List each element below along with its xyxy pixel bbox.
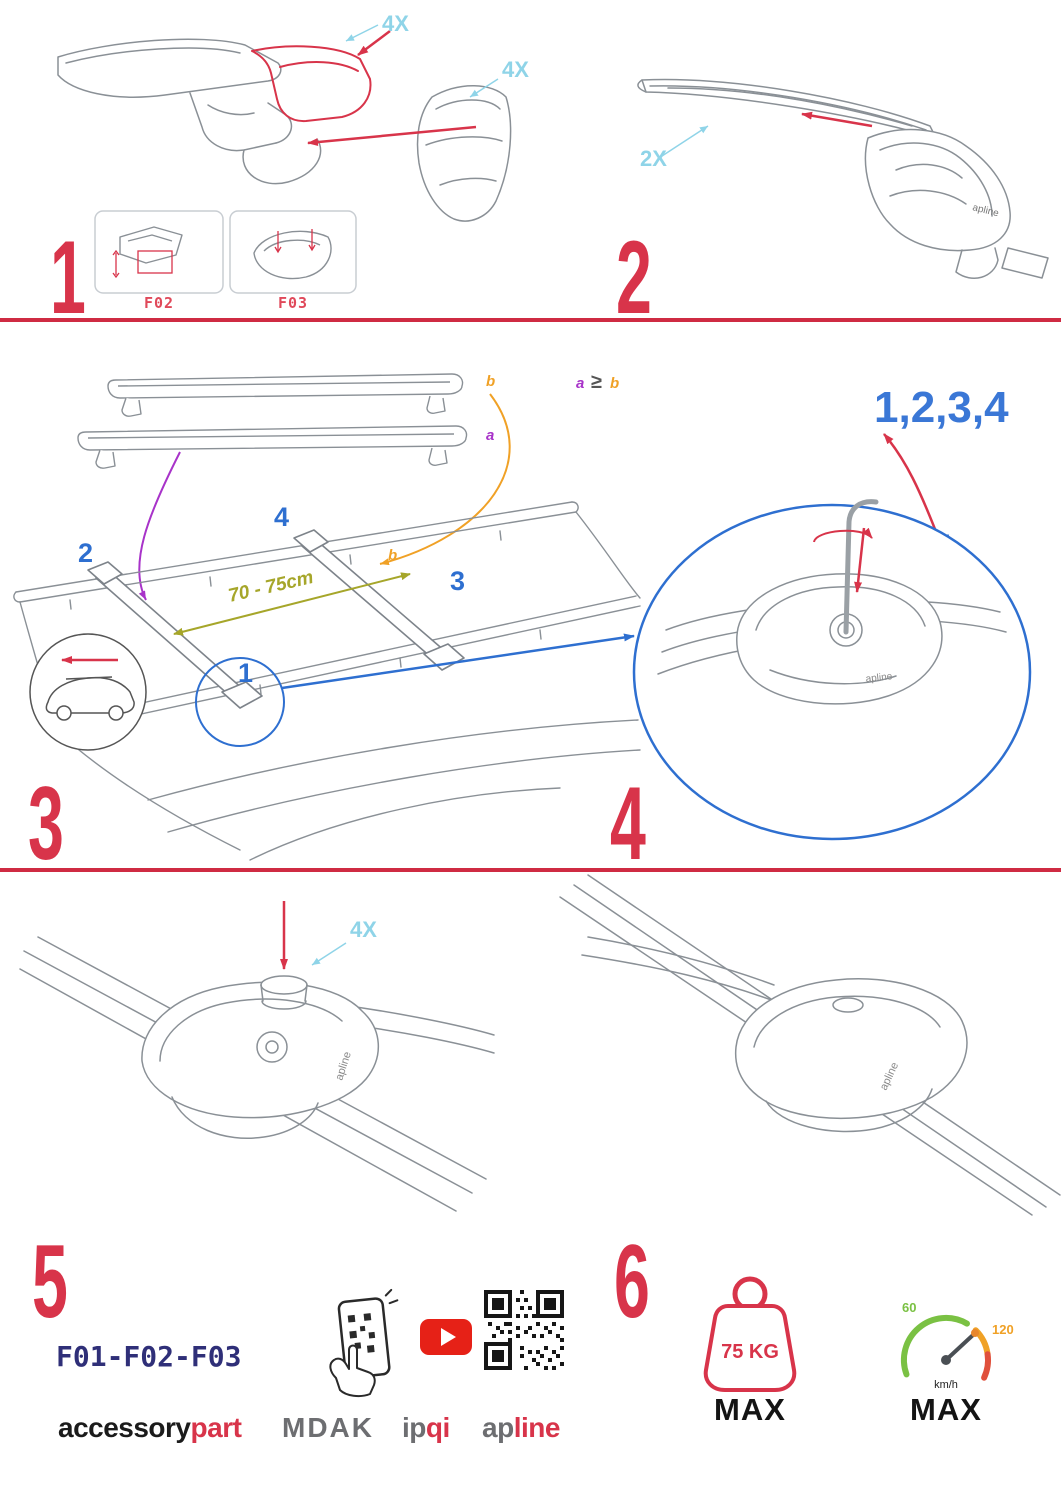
step2-number: 2 bbox=[616, 220, 652, 336]
step5-qty-label: 4X bbox=[350, 917, 377, 942]
weight-value: 75 KG bbox=[721, 1341, 779, 1363]
rotate-arrow bbox=[813, 527, 873, 543]
cyan-pointer-lines bbox=[345, 24, 499, 98]
step4-tighten-illustration: 1,2,3,4 1 apline bbox=[632, 383, 1032, 841]
loose-crossbar-b bbox=[107, 373, 464, 417]
brand-apline-part2: line bbox=[513, 1412, 561, 1443]
cyan-pointer-line bbox=[661, 125, 709, 157]
youtube-icon bbox=[420, 1319, 472, 1355]
car-roof-line-art bbox=[13, 501, 641, 861]
foot-highlight-circle bbox=[195, 657, 285, 747]
orange-guide-curve bbox=[379, 393, 511, 566]
mounted-crossbar-front bbox=[87, 561, 263, 709]
sequence-label: 1,2,3,4 bbox=[874, 383, 1009, 432]
crossbar-line-art bbox=[637, 78, 1049, 279]
formula-a: a bbox=[576, 375, 584, 392]
sequence-arrow bbox=[883, 433, 942, 543]
section-divider-1 bbox=[0, 318, 1061, 322]
part-box-f03 bbox=[229, 210, 357, 294]
foot-closeup-line-art bbox=[657, 573, 1007, 705]
step1-qty-bar-label: 4X bbox=[382, 11, 409, 36]
apline-badge-on-foot: apline bbox=[865, 671, 893, 685]
step3-number: 3 bbox=[28, 766, 64, 882]
formula-b: b bbox=[610, 375, 619, 392]
speed-high-label: 120 bbox=[992, 1322, 1014, 1337]
bar-b-label: b bbox=[486, 373, 495, 390]
step1-qty-cover-label: 4X bbox=[502, 57, 529, 82]
speed-limit-icon: 60 120 km/h bbox=[900, 1300, 1014, 1391]
step3-roof-mounting-illustration: b a a ≥ b a b bbox=[13, 371, 641, 861]
weight-max-label: MAX bbox=[714, 1392, 786, 1427]
part-code-f02: F02 bbox=[144, 294, 174, 312]
weight-limit-icon: 75 KG bbox=[703, 1276, 797, 1392]
brand-accessory-part1: accessory bbox=[58, 1412, 191, 1443]
position-4-label: 4 bbox=[274, 502, 289, 532]
cover-piece bbox=[416, 85, 512, 222]
mounted-crossbar-rear bbox=[293, 529, 465, 671]
step4-number: 4 bbox=[610, 766, 646, 882]
step6-number: 6 bbox=[614, 1224, 650, 1340]
speedometer-needle bbox=[944, 1333, 975, 1362]
distance-arrow bbox=[173, 572, 411, 636]
brand-ipqi-part1: ip bbox=[402, 1412, 426, 1443]
zoom-connector-arrow bbox=[281, 633, 635, 690]
end-foot bbox=[864, 128, 1011, 252]
step5-cap-illustration: 4X apline bbox=[19, 901, 495, 1212]
bar-a-label: a bbox=[486, 427, 494, 444]
formula-a-ge-b: a ≥ b bbox=[576, 371, 619, 393]
formula-operator: ≥ bbox=[591, 371, 602, 393]
foot-on-rail-line-art bbox=[19, 936, 495, 1212]
allen-key bbox=[843, 499, 879, 635]
section-divider-2 bbox=[0, 868, 1061, 872]
car-direction-inset bbox=[29, 633, 147, 751]
speed-max-label: MAX bbox=[910, 1392, 982, 1427]
red-highlighted-cap bbox=[251, 45, 372, 123]
position-3-label: 3 bbox=[450, 566, 465, 596]
position-1-label: 1 bbox=[238, 658, 253, 688]
phone-qr-scan-icon bbox=[329, 1288, 399, 1398]
speed-low-label: 60 bbox=[902, 1300, 916, 1315]
purple-guide-curve bbox=[138, 451, 181, 601]
position-2-label: 2 bbox=[78, 538, 93, 568]
hand-icon bbox=[329, 1344, 376, 1398]
step1-clamp-cover-illustration: 4X 4X F02 bbox=[57, 11, 529, 312]
part-code-f03: F03 bbox=[278, 294, 308, 312]
brand-accessorypart: accessorypart bbox=[58, 1412, 242, 1444]
step5-number: 5 bbox=[32, 1224, 68, 1340]
brand-apline: apline bbox=[482, 1412, 560, 1444]
product-codes: F01-F02-F03 bbox=[56, 1340, 242, 1373]
step5-finished-foot-illustration: apline bbox=[559, 874, 1061, 1216]
cyan-pointer-line bbox=[311, 942, 347, 966]
part-box-f02 bbox=[94, 210, 224, 294]
brand-ipqi: ipqi bbox=[402, 1412, 450, 1444]
red-arrows bbox=[307, 30, 477, 147]
step1-number: 1 bbox=[50, 220, 86, 336]
step2-qty-label: 2X bbox=[640, 146, 667, 171]
qr-code bbox=[484, 1290, 564, 1370]
brand-mdak: MDAK bbox=[282, 1412, 374, 1443]
foot-on-rail-line-art bbox=[559, 874, 1061, 1216]
loose-crossbar-a bbox=[77, 425, 468, 469]
brand-accessory-part2: part bbox=[190, 1412, 242, 1443]
red-insert-arrow bbox=[801, 111, 873, 128]
brand-apline-part1: ap bbox=[482, 1412, 514, 1443]
speed-unit-label: km/h bbox=[934, 1379, 958, 1391]
brand-ipqi-part2: qi bbox=[425, 1412, 450, 1443]
roof-point-b: b bbox=[388, 547, 397, 564]
step2-bar-insert-illustration: apline 2X bbox=[637, 78, 1049, 279]
clamp-line-art bbox=[57, 38, 512, 222]
